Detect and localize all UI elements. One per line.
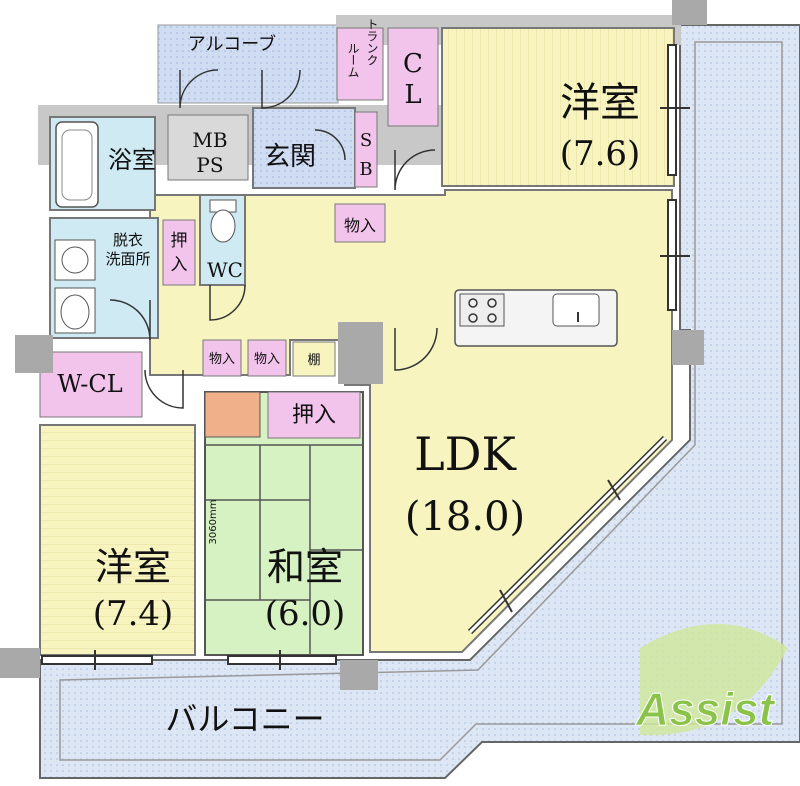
dressing-line1: 脱衣: [113, 231, 143, 249]
sb-line1: S: [360, 130, 372, 151]
cl-line1: C: [403, 49, 423, 79]
monoire-hall-label: 物入: [344, 216, 376, 235]
western-room-1: [441, 27, 675, 187]
bath-name: 浴室: [108, 146, 156, 174]
oshiire-japanese-label: 押入: [292, 403, 336, 428]
dressing-line2: 洗面所: [105, 250, 150, 268]
dimension-label: 3060mm: [208, 500, 219, 545]
western-room-1-size: (7.6): [560, 134, 641, 174]
alcove-name: アルコーブ: [188, 33, 276, 55]
tana-label: 棚: [307, 353, 320, 368]
balcony: [39, 24, 800, 779]
sb-line2: B: [359, 159, 372, 180]
trunk-room: [336, 27, 384, 101]
western-room-1-name: 洋室: [560, 80, 640, 126]
entrance-name: 玄関: [264, 142, 316, 172]
assist-logo: Assist: [634, 624, 788, 736]
oshiire-dress-line2: 入: [171, 255, 188, 275]
w-cl-label: W-CL: [57, 370, 122, 398]
logo-text: Assist: [635, 683, 776, 735]
monoire-2: [247, 339, 287, 377]
trunk-line2: ルーム: [346, 42, 360, 78]
mbps: [167, 114, 249, 181]
western-room-2: [39, 424, 196, 656]
kitchen-counter: [454, 289, 618, 347]
japanese-room-name: 和室: [267, 545, 343, 589]
ldk-name: LDK: [414, 427, 517, 481]
room-labels: 洋室 (7.6) LDK (18.0) 和室 (6.0) 洋室 (7.4) 浴室…: [57, 18, 640, 738]
tana-shelf: [292, 341, 336, 377]
w-cl-closet: [39, 351, 143, 418]
western-room-2-size: (7.4): [93, 594, 174, 634]
wc-name: WC: [207, 258, 243, 282]
pillars: [0, 0, 707, 690]
bathtub-icon: [55, 121, 99, 208]
ldk-size: (18.0): [405, 494, 525, 540]
monoire-hall: [334, 203, 386, 243]
sb-closet: [354, 111, 378, 188]
western-room-2-name: 洋室: [95, 545, 171, 589]
monoire-1: [202, 339, 242, 377]
alcove: [157, 24, 339, 104]
cl-line2: L: [404, 80, 421, 110]
mbps-line1: MB: [192, 128, 227, 152]
trunk-line1: トランク: [365, 18, 379, 66]
windows: [41, 44, 690, 670]
toilet-icon: [209, 199, 237, 243]
monoire-2-label: 物入: [254, 352, 280, 367]
doors: [109, 69, 438, 409]
balcony-name: バルコニー: [165, 700, 324, 738]
entrance: [252, 107, 356, 189]
monoire-1-label: 物入: [209, 352, 235, 367]
oshiire-japanese: [267, 391, 361, 439]
cl-closet: [387, 27, 439, 127]
storage-areas: [39, 27, 439, 439]
washbasin-icon: [54, 287, 96, 334]
oshiire-dress: [162, 219, 196, 286]
mbps-line2: PS: [196, 153, 223, 177]
washing-machine-icon: [54, 239, 96, 281]
japanese-room-size: (6.0): [265, 594, 346, 634]
oshiire-dress-line1: 押: [171, 231, 188, 251]
